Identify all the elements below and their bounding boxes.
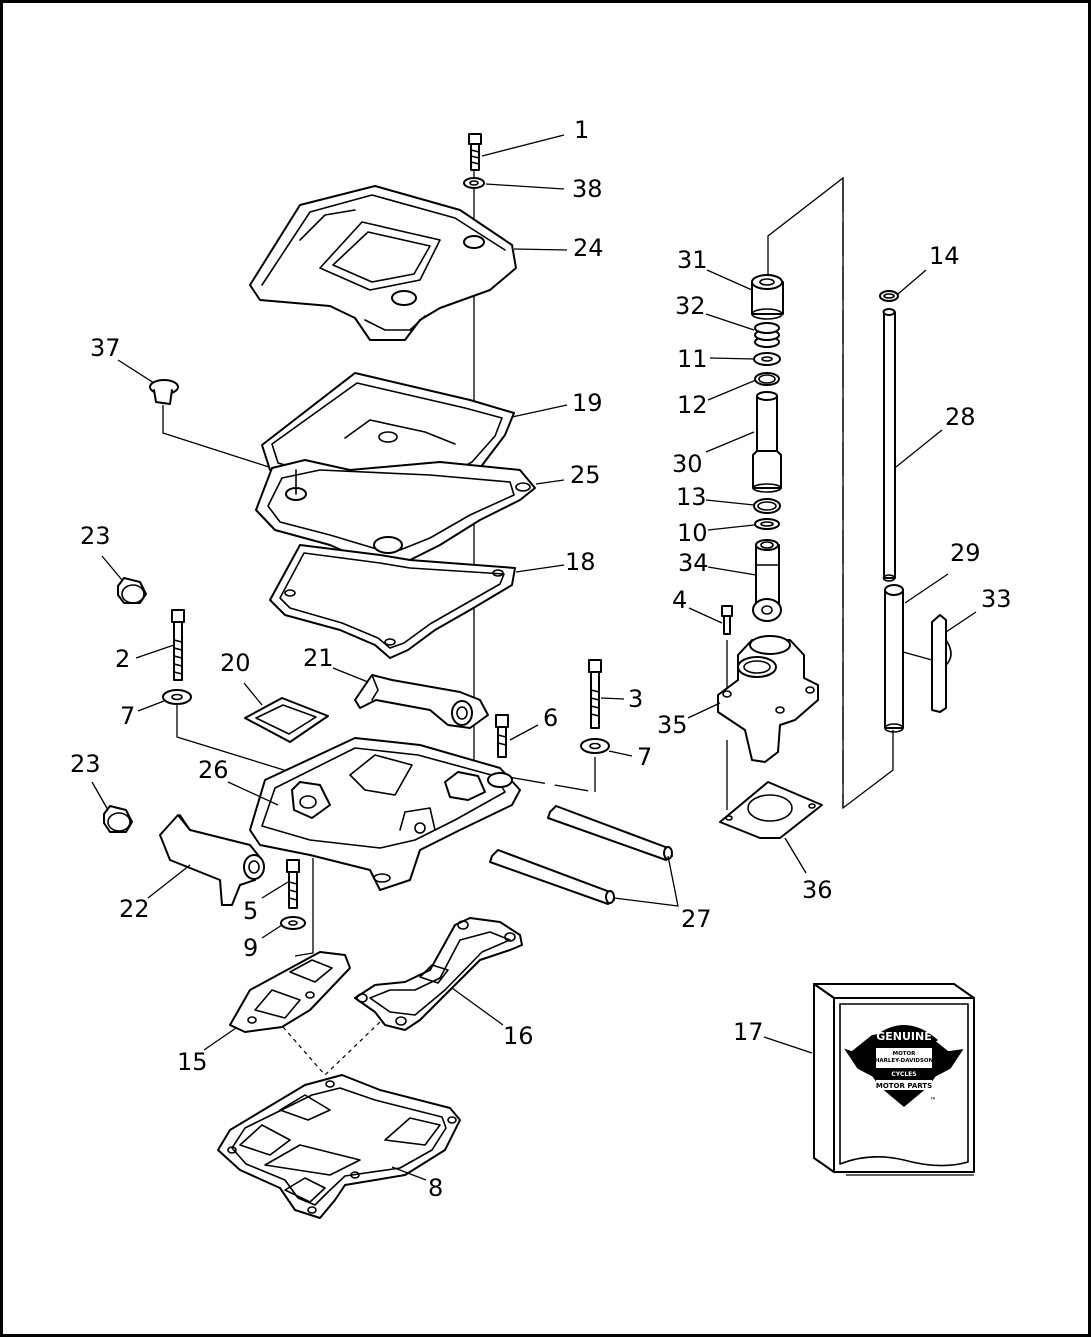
- part-20-gasket: [244, 697, 329, 743]
- callout-27: 27: [681, 905, 712, 933]
- leader-lines: [91, 134, 977, 1181]
- part-1-screw: [468, 133, 482, 171]
- part-21-rocker-arm: [354, 674, 489, 729]
- callout-12: 12: [677, 391, 708, 419]
- callout-21: 21: [303, 644, 334, 672]
- logo-motor-parts-text: MOTOR PARTS: [876, 1082, 932, 1090]
- callout-18: 18: [565, 548, 596, 576]
- part-36-gasket: [719, 781, 823, 839]
- part-24-rocker-cover: [249, 185, 517, 341]
- part-28-pushrod: [882, 308, 896, 582]
- callout-labels: 1 38 24 37 19 25 23 18 2 20 21 3 7 6 7 2…: [70, 116, 1012, 1202]
- callout-23-lower: 23: [70, 750, 101, 778]
- callout-17: 17: [733, 1018, 764, 1046]
- logo-tm-text: ™: [930, 1097, 936, 1104]
- logo-brand-text: HARLEY-DAVIDSON: [875, 1058, 934, 1064]
- part-5-bolt: [286, 859, 300, 909]
- callout-7-left: 7: [120, 702, 135, 730]
- callout-30: 30: [672, 450, 703, 478]
- callout-36: 36: [802, 876, 833, 904]
- part-23-plug-upper: [117, 577, 147, 604]
- callout-20: 20: [220, 649, 251, 677]
- callout-34: 34: [678, 549, 709, 577]
- callout-11: 11: [677, 345, 708, 373]
- callout-31: 31: [677, 246, 708, 274]
- callout-19: 19: [572, 389, 603, 417]
- callout-28: 28: [945, 403, 976, 431]
- callout-16: 16: [503, 1022, 534, 1050]
- part-35-lifter-block: [717, 635, 819, 763]
- callout-35: 35: [657, 711, 688, 739]
- part-16-bracket: [354, 917, 523, 1031]
- part-8-base-gasket: [217, 1074, 461, 1219]
- callout-14: 14: [929, 242, 960, 270]
- callout-3: 3: [628, 685, 643, 713]
- callout-9: 9: [243, 934, 258, 962]
- part-12-oring: [754, 372, 780, 386]
- part-17-parts-box: GENUINE MOTOR HARLEY-DAVIDSON CYCLES MOT…: [813, 983, 975, 1176]
- part-10-clip: [754, 518, 780, 530]
- part-34-lifter: [752, 539, 782, 622]
- part-14-oring: [879, 290, 899, 302]
- callout-29: 29: [950, 539, 981, 567]
- part-38-washer: [463, 177, 485, 189]
- part-27-shafts: [489, 805, 673, 905]
- callout-5: 5: [243, 897, 258, 925]
- part-30-tube: [752, 391, 782, 493]
- callout-24: 24: [573, 234, 604, 262]
- callout-33: 33: [981, 585, 1012, 613]
- part-31-cap: [751, 274, 784, 320]
- part-18-gasket: [269, 544, 516, 659]
- logo-cycles-text: CYCLES: [891, 1071, 916, 1078]
- part-9-washer: [280, 916, 306, 930]
- part-26-rocker-support: [249, 737, 521, 891]
- part-6-screw: [495, 714, 509, 758]
- callout-26: 26: [198, 756, 229, 784]
- logo-genuine-text: GENUINE: [876, 1030, 932, 1043]
- callout-8: 8: [428, 1174, 443, 1202]
- callout-4: 4: [672, 586, 687, 614]
- callout-22: 22: [119, 895, 150, 923]
- logo-motor-text: MOTOR: [893, 1051, 917, 1057]
- callout-6: 6: [543, 704, 558, 732]
- part-29-tube: [884, 584, 904, 733]
- part-32-spring: [754, 322, 780, 348]
- part-4-screw: [721, 605, 733, 635]
- callout-23-upper: 23: [80, 522, 111, 550]
- part-2-bolt: [171, 609, 185, 681]
- callout-15: 15: [177, 1048, 208, 1076]
- callout-10: 10: [677, 519, 708, 547]
- part-37-plug: [149, 379, 179, 405]
- part-3-bolt: [588, 659, 602, 729]
- part-7-washer-left: [162, 689, 192, 705]
- part-7-washer-right: [580, 738, 610, 754]
- part-23-plug-lower: [103, 805, 133, 833]
- callout-7-right: 7: [637, 743, 652, 771]
- part-15-plate: [229, 951, 351, 1033]
- part-33-clip: [931, 614, 952, 713]
- callout-37: 37: [90, 334, 121, 362]
- genuine-parts-logo: GENUINE MOTOR HARLEY-DAVIDSON CYCLES MOT…: [844, 1025, 964, 1107]
- callout-32: 32: [675, 292, 706, 320]
- callout-25: 25: [570, 461, 601, 489]
- part-22-rocker-arm: [159, 814, 265, 906]
- callout-2: 2: [115, 645, 130, 673]
- part-13-oring: [753, 498, 781, 514]
- part-11-washer: [753, 352, 781, 366]
- callout-13: 13: [676, 483, 707, 511]
- callout-38: 38: [572, 175, 603, 203]
- callout-1: 1: [574, 116, 589, 144]
